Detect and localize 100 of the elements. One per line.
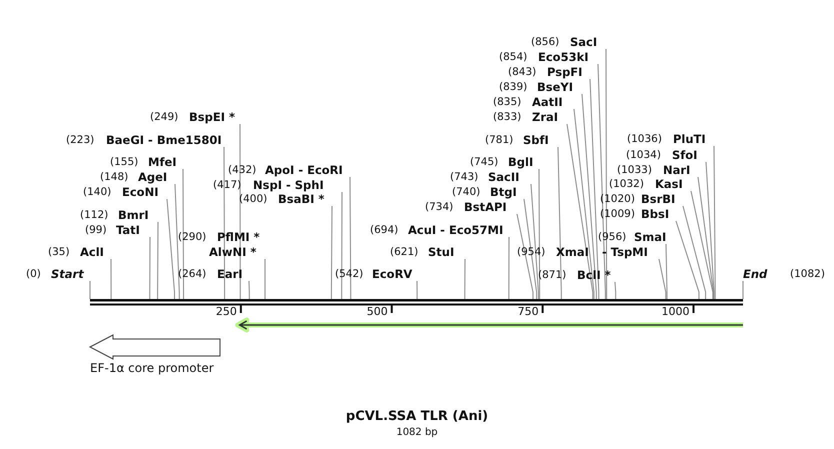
leader-line — [524, 198, 538, 300]
enzyme-name: ApoI - EcoRI — [265, 163, 343, 177]
enzyme-name: EarI — [217, 267, 243, 281]
site-position: (954) — [517, 245, 546, 259]
enzyme-name: EcoNI — [122, 185, 158, 199]
site-position: (1082) — [790, 267, 825, 281]
enzyme-name: BmrI — [118, 208, 149, 222]
leader-line — [508, 236, 510, 300]
leader-line — [742, 280, 744, 300]
site-position: (843) — [508, 65, 536, 79]
enzyme-name: - TspMI — [602, 245, 648, 259]
enzyme-name: BbsI — [641, 207, 670, 221]
site-position: (1036) — [627, 132, 662, 146]
leader-line — [714, 146, 716, 300]
site-position: (745) — [470, 155, 498, 169]
leader-line — [224, 146, 226, 300]
sequence-length: 1082 bp — [395, 427, 439, 438]
site-position: (542) — [335, 267, 364, 281]
site-position: (694) — [370, 223, 398, 237]
enzyme-name: BtgI — [490, 185, 517, 199]
leader-line — [658, 258, 666, 300]
enzyme-name: SacI — [570, 35, 598, 49]
leader-line — [676, 220, 700, 300]
feature-label: EF-1α core promoter — [90, 361, 214, 375]
enzyme-name: Eco53kI — [538, 50, 589, 64]
enzyme-name: BsrBI — [641, 192, 676, 206]
enzyme-name: BaeGI - Bme1580I — [106, 133, 222, 147]
enzyme-name: NspI - SphI — [253, 178, 324, 192]
site-position: (432) — [228, 163, 256, 177]
enzyme-name: NarI — [663, 163, 690, 177]
enzyme-name: AcuI - Eco57MI — [408, 223, 504, 237]
site-position: (99) — [85, 223, 107, 237]
leader-line — [166, 198, 175, 300]
scale-number: 1000 — [662, 305, 690, 318]
site-position: (621) — [390, 245, 418, 259]
site-position: (249) — [150, 110, 178, 124]
leader-line — [574, 108, 594, 300]
sequence-end-label: End — [743, 267, 768, 281]
enzyme-name: SmaI — [634, 230, 666, 244]
leader-line — [516, 214, 534, 300]
enzyme-name: StuI — [428, 245, 454, 259]
leader-line — [682, 206, 706, 300]
enzyme-name: MfeI — [148, 155, 177, 169]
site-position: (856) — [531, 35, 560, 49]
leader-line — [157, 222, 158, 300]
site-position: (35) — [48, 245, 70, 259]
site-position: (155) — [110, 155, 138, 169]
enzyme-name: BspEI * — [189, 110, 235, 124]
enzyme-name: SbfI — [523, 133, 549, 147]
leader-line — [698, 176, 714, 300]
leader-line — [240, 124, 241, 300]
site-position: (743) — [450, 170, 478, 184]
site-position: (223) — [66, 133, 94, 147]
leader-line — [530, 184, 539, 300]
enzyme-name: AgeI — [138, 170, 168, 184]
site-position: (0) — [26, 267, 41, 281]
leader-line — [598, 64, 606, 300]
scale-number: 750 — [518, 305, 539, 318]
map-title: pCVL.SSA TLR (Ani) — [344, 409, 490, 424]
leader-line — [330, 206, 332, 300]
leader-line — [690, 190, 714, 300]
site-position: (854) — [499, 50, 528, 64]
leader-line — [464, 258, 466, 300]
site-position: (835) — [493, 95, 522, 109]
leader-line — [174, 184, 180, 300]
site-position: (140) — [83, 185, 112, 199]
leader-line — [590, 78, 600, 300]
enzyme-name: TatI — [116, 223, 140, 237]
leader-line — [614, 282, 616, 300]
enzyme-name: AatII — [532, 95, 563, 109]
enzyme-name: PflMI * — [217, 230, 260, 244]
leader-line — [582, 94, 597, 300]
leader-line — [182, 168, 184, 300]
enzyme-name: SfoI — [672, 148, 698, 162]
leader-line — [149, 236, 150, 300]
site-position: (1032) — [609, 177, 644, 191]
scale-number: 500 — [366, 305, 388, 318]
leader-line — [566, 124, 594, 300]
sequence-end-label: Start — [51, 267, 84, 281]
site-position: (1034) — [626, 148, 661, 162]
leader-line — [110, 258, 112, 300]
site-position: (740) — [452, 185, 480, 199]
enzyme-name: BsaBI * — [278, 192, 324, 206]
site-position: (833) — [493, 110, 522, 124]
enzyme-name: SacII — [488, 170, 520, 184]
site-position: (290) — [178, 230, 206, 244]
site-position: (781) — [485, 133, 514, 147]
leader-line — [264, 258, 266, 300]
enzyme-name: EcoRV — [372, 267, 412, 281]
enzyme-name: XmaI — [556, 245, 589, 259]
enzyme-name: PspFI — [547, 65, 582, 79]
leader-line — [666, 244, 668, 300]
site-position: (148) — [100, 170, 128, 184]
leader-line — [350, 176, 352, 300]
site-position: (1009) — [600, 207, 635, 221]
leader-line — [538, 168, 540, 300]
site-position: (417) — [213, 178, 242, 192]
enzyme-name: BseYI — [537, 80, 574, 94]
site-position: (400) — [239, 192, 268, 206]
scale-number: 250 — [216, 305, 237, 318]
